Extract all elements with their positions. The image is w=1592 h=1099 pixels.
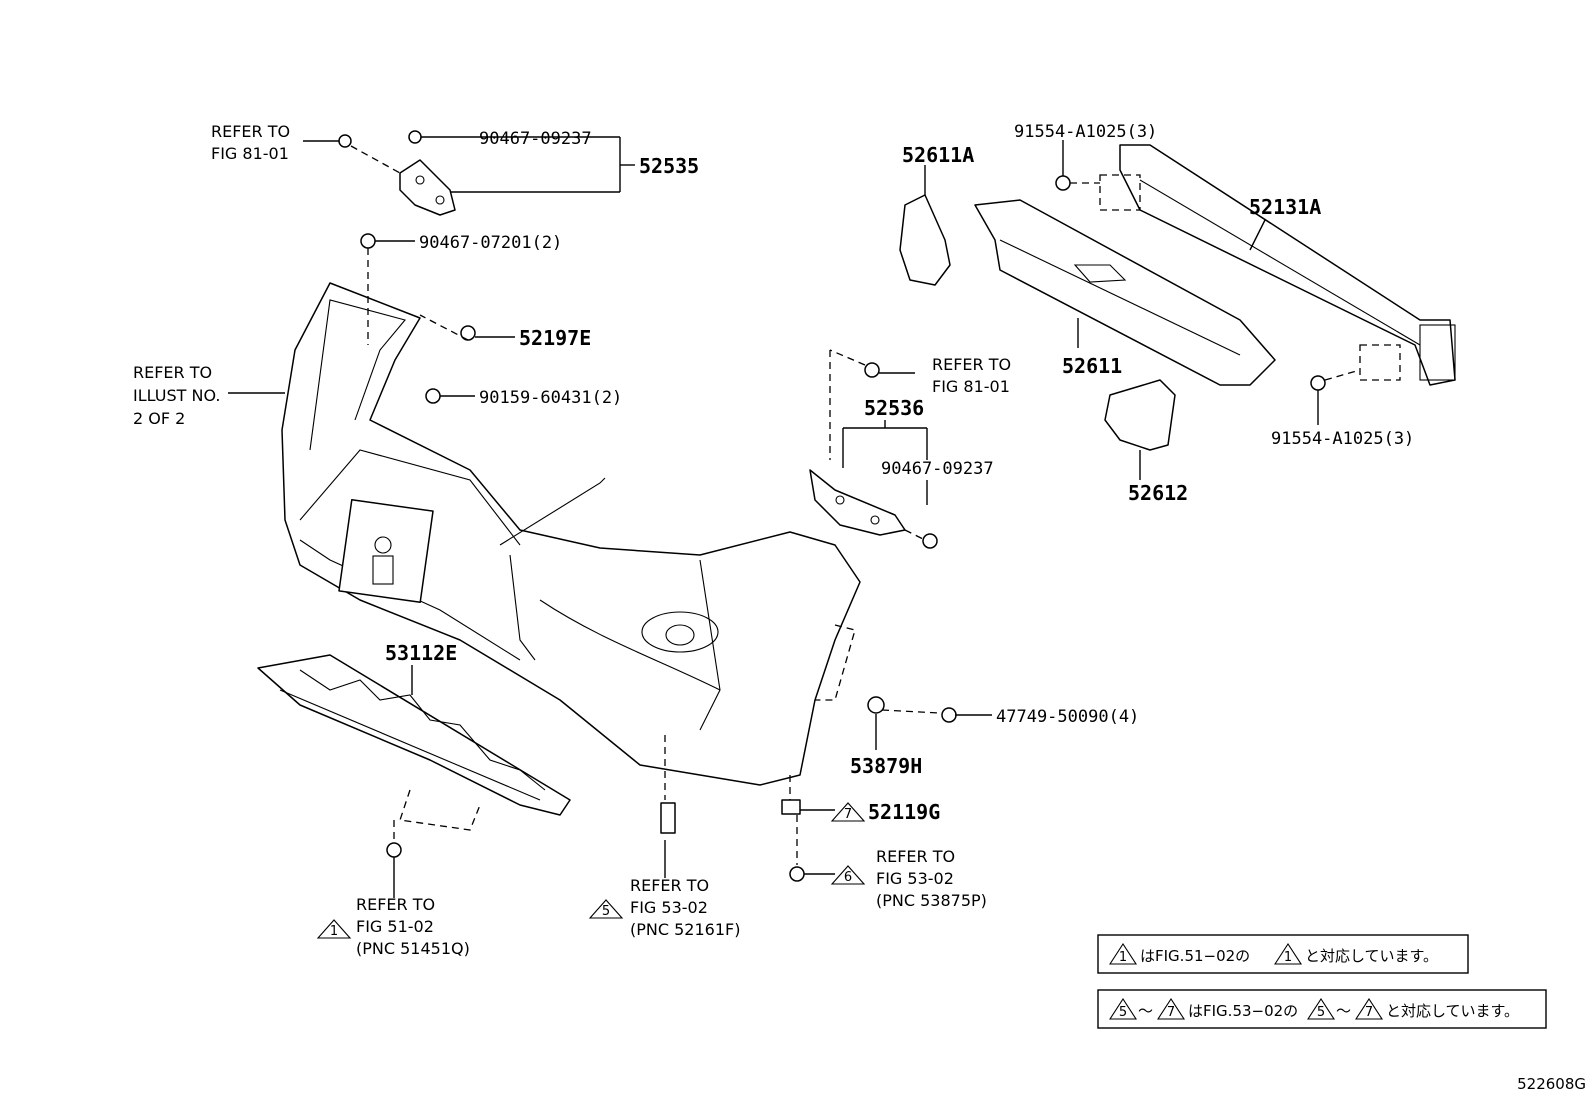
note2-mid-text: はFIG.53−02の bbox=[1188, 1002, 1298, 1020]
note-box-1: 1 はFIG.51−02の 1 と対応しています。 bbox=[1097, 934, 1469, 974]
note2-tilde-1: 〜 bbox=[1138, 1002, 1153, 1020]
note2-tilde-2: 〜 bbox=[1336, 1002, 1351, 1020]
refer-6-line2: FIG 53-02 bbox=[876, 869, 954, 888]
part-90159-60431: 90159-60431(2) bbox=[479, 388, 622, 408]
refer-illust-line2: ILLUST NO. bbox=[133, 386, 220, 405]
part-52536: 52536 bbox=[864, 396, 924, 420]
refer-fig8101-left-line2: FIG 81-01 bbox=[211, 144, 289, 163]
refer-fig8101-mid-line1: REFER TO bbox=[932, 355, 1011, 374]
part-labels: REFER TO FIG 81-01 90467-09237 52535 904… bbox=[133, 122, 1414, 958]
note1-mid-text: はFIG.51−02の bbox=[1140, 947, 1250, 965]
note1-triangle-a: 1 bbox=[1119, 950, 1127, 965]
bumper-cover bbox=[281, 282, 861, 786]
note1-triangle-b: 1 bbox=[1284, 950, 1292, 965]
note2-end-text: と対応しています。 bbox=[1386, 1002, 1519, 1020]
absorber-52611 bbox=[974, 199, 1276, 386]
under-cover bbox=[257, 654, 571, 816]
note1-end-text: と対応しています。 bbox=[1305, 947, 1438, 965]
note2-triangle-c: 5 bbox=[1317, 1005, 1325, 1020]
part-90467-07201: 90467-07201(2) bbox=[419, 233, 562, 253]
triangle-5-label: 5 bbox=[602, 904, 610, 919]
refer-6-line3: (PNC 53875P) bbox=[876, 891, 987, 910]
bracket-52612 bbox=[1104, 379, 1176, 451]
bracket-52536 bbox=[809, 469, 906, 536]
part-52119G: 52119G bbox=[868, 800, 940, 824]
bracket-52611A bbox=[899, 194, 951, 286]
refer-1-line2: FIG 51-02 bbox=[356, 917, 434, 936]
refer-illust-line3: 2 OF 2 bbox=[133, 409, 185, 428]
note2-triangle-b: 7 bbox=[1167, 1005, 1175, 1020]
part-52611A: 52611A bbox=[902, 143, 974, 167]
refer-fig8101-left-line1: REFER TO bbox=[211, 122, 290, 141]
part-53112E: 53112E bbox=[385, 641, 457, 665]
note-box-2: 5 〜 7 はFIG.53−02の 5 〜 7 と対応しています。 bbox=[1097, 989, 1547, 1029]
refer-illust-line1: REFER TO bbox=[133, 363, 212, 382]
part-90467-09237-mid: 90467-09237 bbox=[881, 459, 994, 479]
part-52611: 52611 bbox=[1062, 354, 1122, 378]
part-52197E: 52197E bbox=[519, 326, 591, 350]
leader-lines bbox=[228, 136, 1401, 898]
part-91554-A1025-right: 91554-A1025(3) bbox=[1271, 429, 1414, 449]
refer-6-line1: REFER TO bbox=[876, 847, 955, 866]
triangle-6-label: 6 bbox=[844, 870, 852, 885]
refer-1-line1: REFER TO bbox=[356, 895, 435, 914]
part-52612: 52612 bbox=[1128, 481, 1188, 505]
refer-5-line2: FIG 53-02 bbox=[630, 898, 708, 917]
bracket-52535 bbox=[399, 159, 456, 216]
triangle-1-label: 1 bbox=[330, 924, 338, 939]
triangle-7-label: 7 bbox=[844, 807, 852, 822]
note2-triangle-d: 7 bbox=[1365, 1005, 1373, 1020]
part-53879H: 53879H bbox=[850, 754, 922, 778]
part-90467-09237-top: 90467-09237 bbox=[479, 129, 592, 149]
callout-triangles: 7 6 5 1 bbox=[316, 802, 866, 939]
sheet-id: 522608G bbox=[1517, 1075, 1586, 1093]
refer-fig8101-mid-line2: FIG 81-01 bbox=[932, 377, 1010, 396]
note2-triangle-a: 5 bbox=[1119, 1005, 1127, 1020]
reinforcement-52131A bbox=[1119, 144, 1456, 386]
part-52131A: 52131A bbox=[1249, 195, 1321, 219]
refer-5-line1: REFER TO bbox=[630, 876, 709, 895]
refer-1-line3: (PNC 51451Q) bbox=[356, 939, 470, 958]
part-52535: 52535 bbox=[639, 154, 699, 178]
refer-5-line3: (PNC 52161F) bbox=[630, 920, 740, 939]
part-91554-A1025-top: 91554-A1025(3) bbox=[1014, 122, 1157, 142]
part-47749-50090: 47749-50090(4) bbox=[996, 707, 1139, 727]
